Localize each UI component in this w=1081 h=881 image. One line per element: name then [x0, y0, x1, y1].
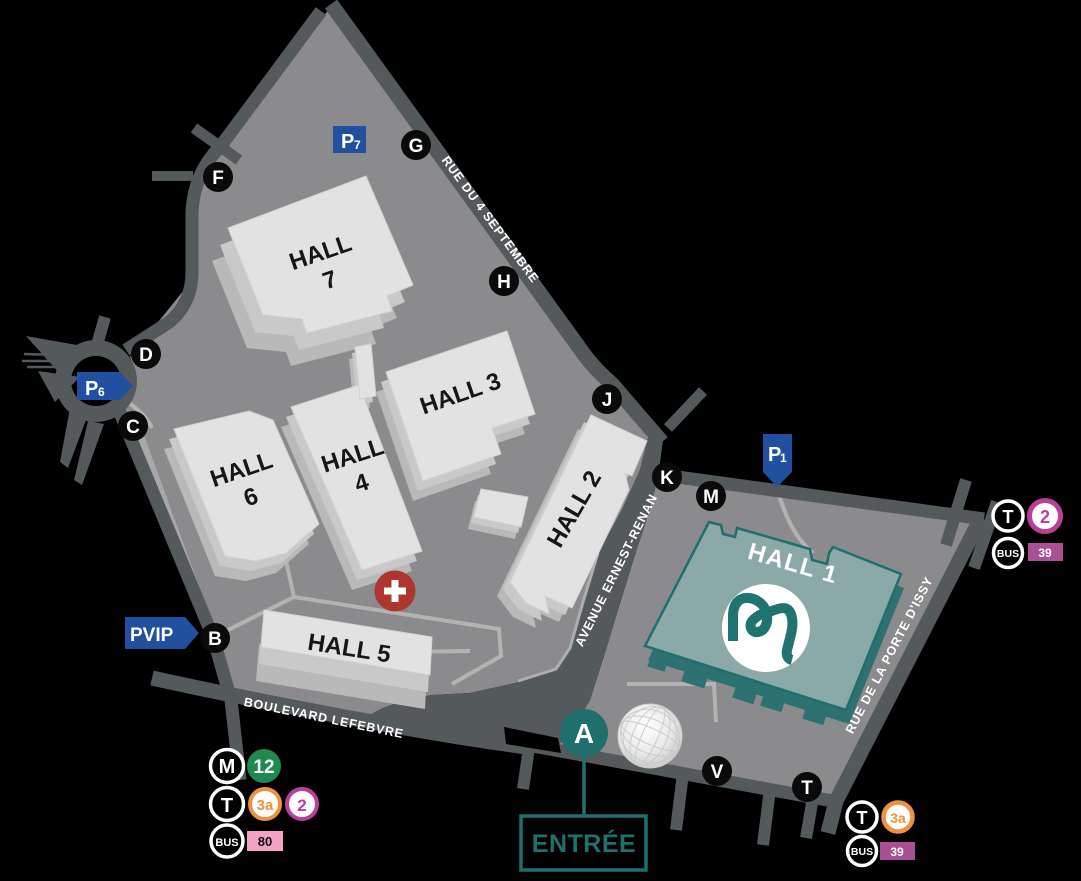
svg-text:P: P	[341, 131, 354, 153]
svg-text:D: D	[139, 345, 153, 366]
svg-text:BUS: BUS	[851, 846, 873, 858]
svg-text:7: 7	[354, 138, 361, 152]
svg-text:P: P	[85, 378, 98, 400]
svg-text:M: M	[219, 756, 236, 778]
svg-text:BUS: BUS	[997, 548, 1019, 560]
svg-text:J: J	[602, 390, 613, 411]
svg-text:M: M	[703, 487, 719, 508]
svg-text:2: 2	[1040, 507, 1050, 527]
svg-text:T: T	[801, 778, 813, 799]
svg-text:ENTRÉE: ENTRÉE	[532, 829, 636, 858]
svg-text:T: T	[221, 795, 233, 817]
svg-text:1: 1	[780, 451, 787, 465]
svg-text:B: B	[208, 629, 222, 650]
svg-text:2: 2	[297, 796, 306, 815]
svg-text:6: 6	[98, 385, 105, 399]
svg-text:12: 12	[253, 757, 274, 778]
svg-text:H: H	[497, 272, 511, 293]
svg-text:3a: 3a	[257, 797, 274, 814]
svg-text:T: T	[857, 808, 868, 828]
svg-text:80: 80	[258, 834, 272, 849]
svg-text:F: F	[212, 168, 224, 189]
svg-text:V: V	[711, 762, 724, 783]
svg-text:G: G	[409, 136, 424, 157]
svg-text:K: K	[660, 468, 674, 489]
svg-text:T: T	[1003, 507, 1014, 527]
svg-text:A: A	[574, 718, 594, 749]
svg-text:C: C	[126, 417, 140, 438]
svg-text:BUS: BUS	[215, 837, 238, 849]
svg-text:39: 39	[1038, 546, 1052, 560]
svg-text:39: 39	[890, 845, 904, 859]
svg-text:3a: 3a	[890, 810, 906, 826]
svg-text:PVIP: PVIP	[130, 625, 174, 646]
svg-text:P: P	[768, 444, 781, 466]
